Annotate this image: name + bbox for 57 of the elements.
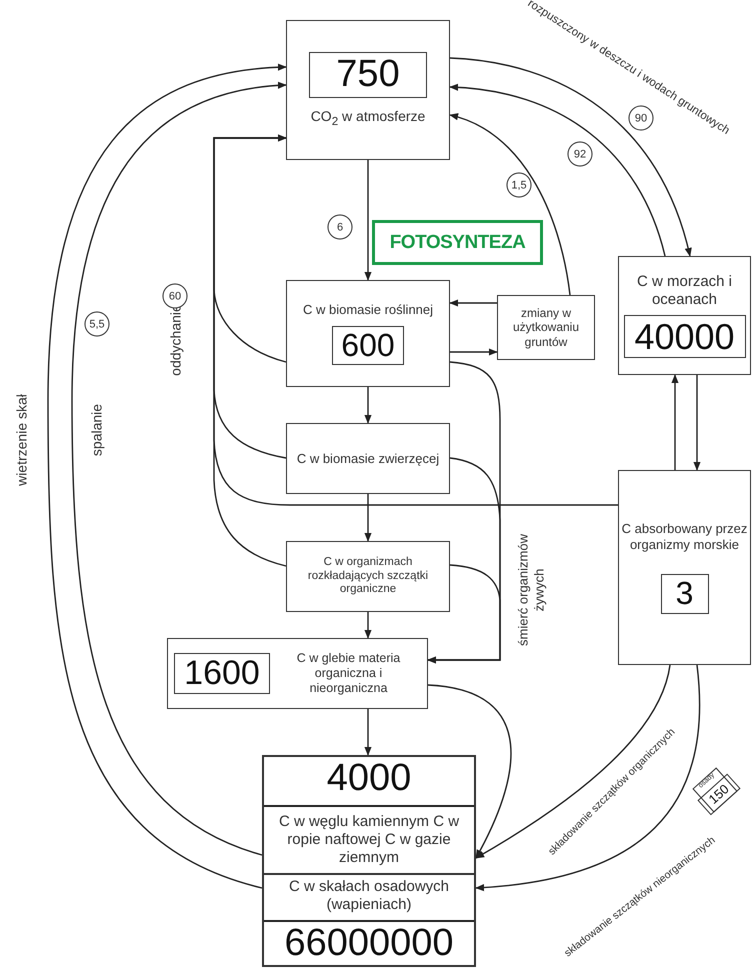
box-label: C w glebie materia organiczna i nieorganiczna [296,651,402,696]
stock-box [497,295,595,360]
edge-label: wietrzenie skał [14,394,30,486]
flow-arrow [364,709,372,756]
callout-number: 5,5 [84,312,110,336]
box-label: C w biomasie roślinnej [302,302,434,318]
flow-arrow [475,664,700,891]
flow-arrow [213,134,618,506]
value-text: 4000 [326,759,412,799]
stock-box [286,280,450,387]
box-label: zmiany w użytkowaniu gruntów [512,306,580,350]
value-box: 1600 [174,652,270,694]
stock-box [262,755,476,875]
callout-number: 90 [628,106,654,130]
edge-label: śmierć organizmów żywych [515,533,547,648]
box-label: C w skałach osadowych (wapieniach) [288,878,450,914]
box-label: CO$_{2}$ w atmosferze [310,108,426,128]
stock-box [372,220,543,265]
value-box: 750 [309,52,427,98]
callout-number: 92 [568,142,592,166]
stock-box [286,20,450,160]
stock-box [618,256,751,375]
flow-arrow [693,375,701,471]
flow-arrow [364,494,372,542]
box-label: C w morzach i oceanach [636,272,734,309]
value-box: 40000 [624,314,746,358]
value-box: 600 [332,326,404,366]
flow-arrow [364,612,372,639]
stock-box [167,638,428,709]
stock-box [618,470,751,665]
flow-arrow [475,664,671,859]
flow-arrow [364,387,372,424]
box-label: C w węglu kamiennym C w ropie naftowej C w gazie ziemnym [278,813,460,867]
callout-number: 6 [328,214,352,240]
flow-arrow [450,57,692,257]
stock-box [286,423,450,494]
flow-arrow [449,84,666,256]
flow-arrow [71,82,287,856]
stock-box [262,875,476,967]
flow-arrow [47,64,287,889]
value-text: 66000000 [284,924,454,964]
process-title: FOTOSYNTEZA [390,232,526,254]
value-box: 3 [660,574,708,614]
callout-number: 1,5 [506,172,532,198]
flow-arrow [450,348,498,356]
stock-box [286,541,450,612]
flow-arrow [364,160,372,281]
box-label: C w biomasie zwierzęcej [296,450,440,466]
box-label: C w organizmach rozkładających szczątki organiczne [306,556,430,598]
callout-number: 60 [162,284,188,308]
box-label: C absorbowany przez organizmy morskie [620,521,748,552]
flow-arrow [671,374,679,470]
flow-arrow [428,684,512,859]
flow-arrow [449,299,497,307]
edge-label: spalanie [88,404,106,456]
flow-arrow [427,564,501,664]
flow-arrow [449,114,571,296]
